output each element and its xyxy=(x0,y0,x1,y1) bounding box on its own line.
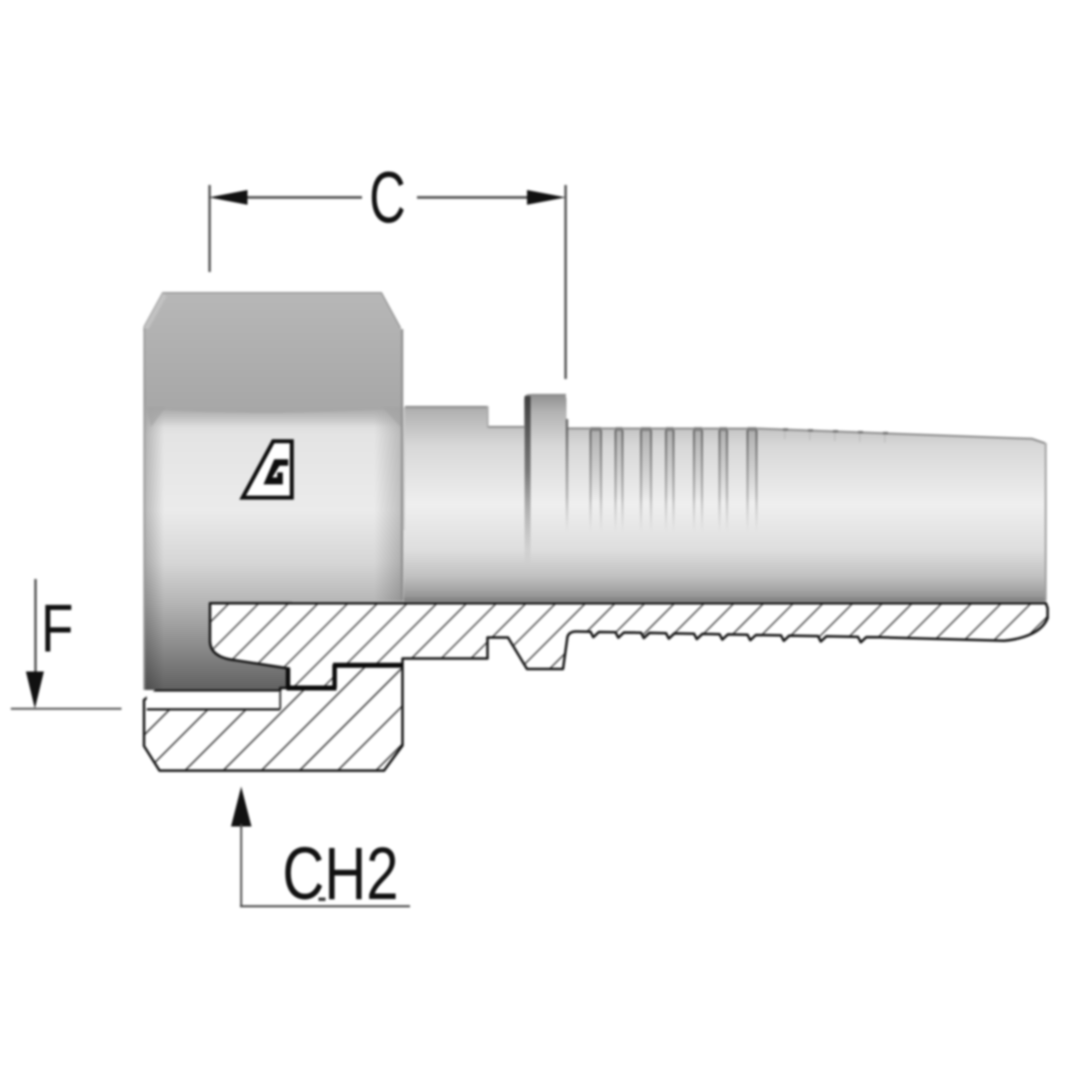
svg-text:F: F xyxy=(41,590,73,666)
svg-text:CH2: CH2 xyxy=(282,833,398,915)
svg-text:C: C xyxy=(369,159,405,239)
